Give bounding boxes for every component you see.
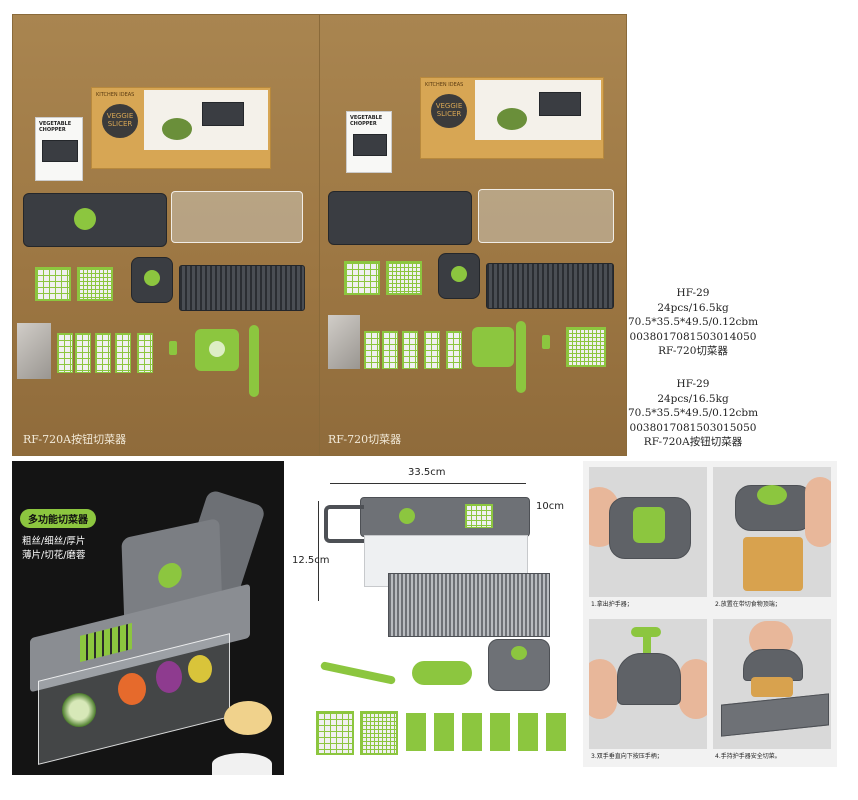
storage-container — [478, 189, 614, 243]
peeler — [249, 325, 259, 397]
diagram-cleaning-tool — [412, 661, 472, 685]
box-title-1: VEGGIE — [106, 112, 134, 120]
diagram-lid — [360, 497, 530, 537]
promo-poster: 多功能切菜器 粗丝/细丝/厚片 薄片/切花/磨蓉 — [12, 461, 284, 775]
cucumber-slices — [62, 693, 96, 727]
spec-name: RF-720A按钮切菜器 — [643, 436, 743, 448]
spec-barcode: 0038017081503015050 — [629, 421, 757, 434]
manual-title-1: VEGETABLE — [350, 115, 383, 121]
width-line — [330, 483, 526, 484]
step-2-caption: 2.放置在带切食物顶端； — [715, 601, 781, 608]
dicing-blade-small — [386, 261, 422, 295]
strainer-basket — [179, 265, 305, 311]
dicing-blade-large — [35, 267, 71, 301]
peeler — [516, 321, 526, 393]
dicing-blade-large — [344, 261, 380, 295]
lid-logo — [157, 560, 183, 591]
usage-steps: 1.拿出护手器； 2.放置在带切食物顶端； 3.双手垂直向下按压手柄； 4.手持… — [583, 461, 837, 767]
step-1-caption: 1.拿出护手器； — [591, 601, 633, 608]
spec-model: HF-29 — [676, 287, 710, 299]
feature-badge: 多功能切菜器 — [20, 509, 96, 528]
dimension-diagram: 33.5cm 12.5cm 10cm — [290, 461, 580, 775]
hand-guard — [131, 257, 173, 303]
spec-size: 70.5*35.5*49.5/0.12cbm — [628, 316, 759, 328]
spec-packing: 24pcs/16.5kg — [657, 301, 729, 314]
carrot-slices — [118, 673, 146, 705]
blade-grid — [80, 622, 132, 662]
plastic-bag — [17, 323, 51, 379]
cleaning-fork — [542, 335, 550, 349]
product-photo-rf720: VEGETABLE CHOPPER KITCHEN IDEAS VEGGIE S… — [319, 14, 627, 456]
retail-box: KITCHEN IDEAS VEGGIE SLICER — [91, 87, 271, 169]
storage-container — [171, 191, 303, 243]
food-holder — [195, 329, 239, 371]
manual-title-2: CHOPPER — [350, 121, 377, 127]
box-brand: KITCHEN IDEAS — [425, 82, 464, 88]
box-title-1: VEGGIE — [435, 102, 463, 110]
manual-title-2: CHOPPER — [39, 127, 66, 133]
product-photo-rf720a: VEGETABLE CHOPPER KITCHEN IDEAS VEGGIE S… — [12, 14, 320, 456]
slicer-lid — [23, 193, 167, 247]
box-brand: KITCHEN IDEAS — [96, 92, 135, 98]
hand-guard — [438, 253, 480, 299]
manual-card: VEGETABLE CHOPPER — [346, 111, 392, 173]
spec-block-rf720: HF-29 24pcs/16.5kg 70.5*35.5*49.5/0.12cb… — [628, 286, 758, 359]
depth-label: 10cm — [536, 501, 564, 512]
cleaning-fork — [169, 341, 177, 355]
food-holder — [472, 327, 514, 367]
step-2-photo — [713, 467, 831, 597]
step-3-photo — [589, 619, 707, 749]
spec-name: RF-720切菜器 — [658, 345, 728, 357]
box-product-image — [475, 80, 601, 140]
box-title-2: SLICER — [107, 120, 133, 128]
spec-packing: 24pcs/16.5kg — [657, 392, 729, 405]
cabbage-slices — [156, 661, 182, 693]
spec-size: 70.5*35.5*49.5/0.12cbm — [628, 407, 759, 419]
spec-block-rf720a: HF-29 24pcs/16.5kg 70.5*35.5*49.5/0.12cb… — [628, 377, 758, 450]
height-label: 12.5cm — [292, 555, 330, 566]
step-4-caption: 4.手持护手器安全切菜。 — [715, 753, 781, 760]
step-3-caption: 3.双手垂直向下按压手柄； — [591, 753, 663, 760]
width-label: 33.5cm — [408, 467, 446, 478]
plastic-bag — [328, 315, 360, 369]
diagram-blade-1 — [316, 711, 354, 755]
step-1-photo — [589, 467, 707, 597]
spec-barcode: 0038017081503014050 — [629, 330, 757, 343]
box-title-2: SLICER — [436, 110, 462, 118]
photo-caption-right: RF-720切菜器 — [328, 433, 402, 446]
pepper-slices — [188, 655, 212, 683]
diagram-handle — [324, 505, 364, 543]
strainer-basket — [486, 263, 614, 309]
slicer-lid — [328, 191, 472, 245]
diagram-peeler — [319, 661, 397, 685]
manual-card: VEGETABLE CHOPPER — [35, 117, 83, 181]
photo-caption-left: RF-720A按钮切菜器 — [23, 433, 127, 446]
potato-chips — [224, 701, 272, 735]
height-line — [318, 501, 319, 601]
retail-box: KITCHEN IDEAS VEGGIE SLICER — [420, 77, 604, 159]
diagram-blade-2 — [360, 711, 398, 755]
spec-model: HF-29 — [676, 378, 710, 390]
box-title-badge: VEGGIE SLICER — [102, 104, 138, 138]
lid-button — [74, 208, 96, 230]
manual-title-1: VEGETABLE — [39, 121, 72, 127]
grating-blade — [566, 327, 606, 367]
feature-line-1: 粗丝/细丝/厚片 — [22, 536, 86, 547]
diagram-hand-guard — [488, 639, 550, 691]
diagram-basket — [388, 573, 550, 637]
dicing-blade-small — [77, 267, 113, 301]
feature-line-2: 薄片/切花/磨蓉 — [22, 550, 86, 561]
box-title-badge: VEGGIE SLICER — [431, 94, 467, 128]
step-4-photo — [713, 619, 831, 749]
fries-plate — [212, 753, 272, 775]
